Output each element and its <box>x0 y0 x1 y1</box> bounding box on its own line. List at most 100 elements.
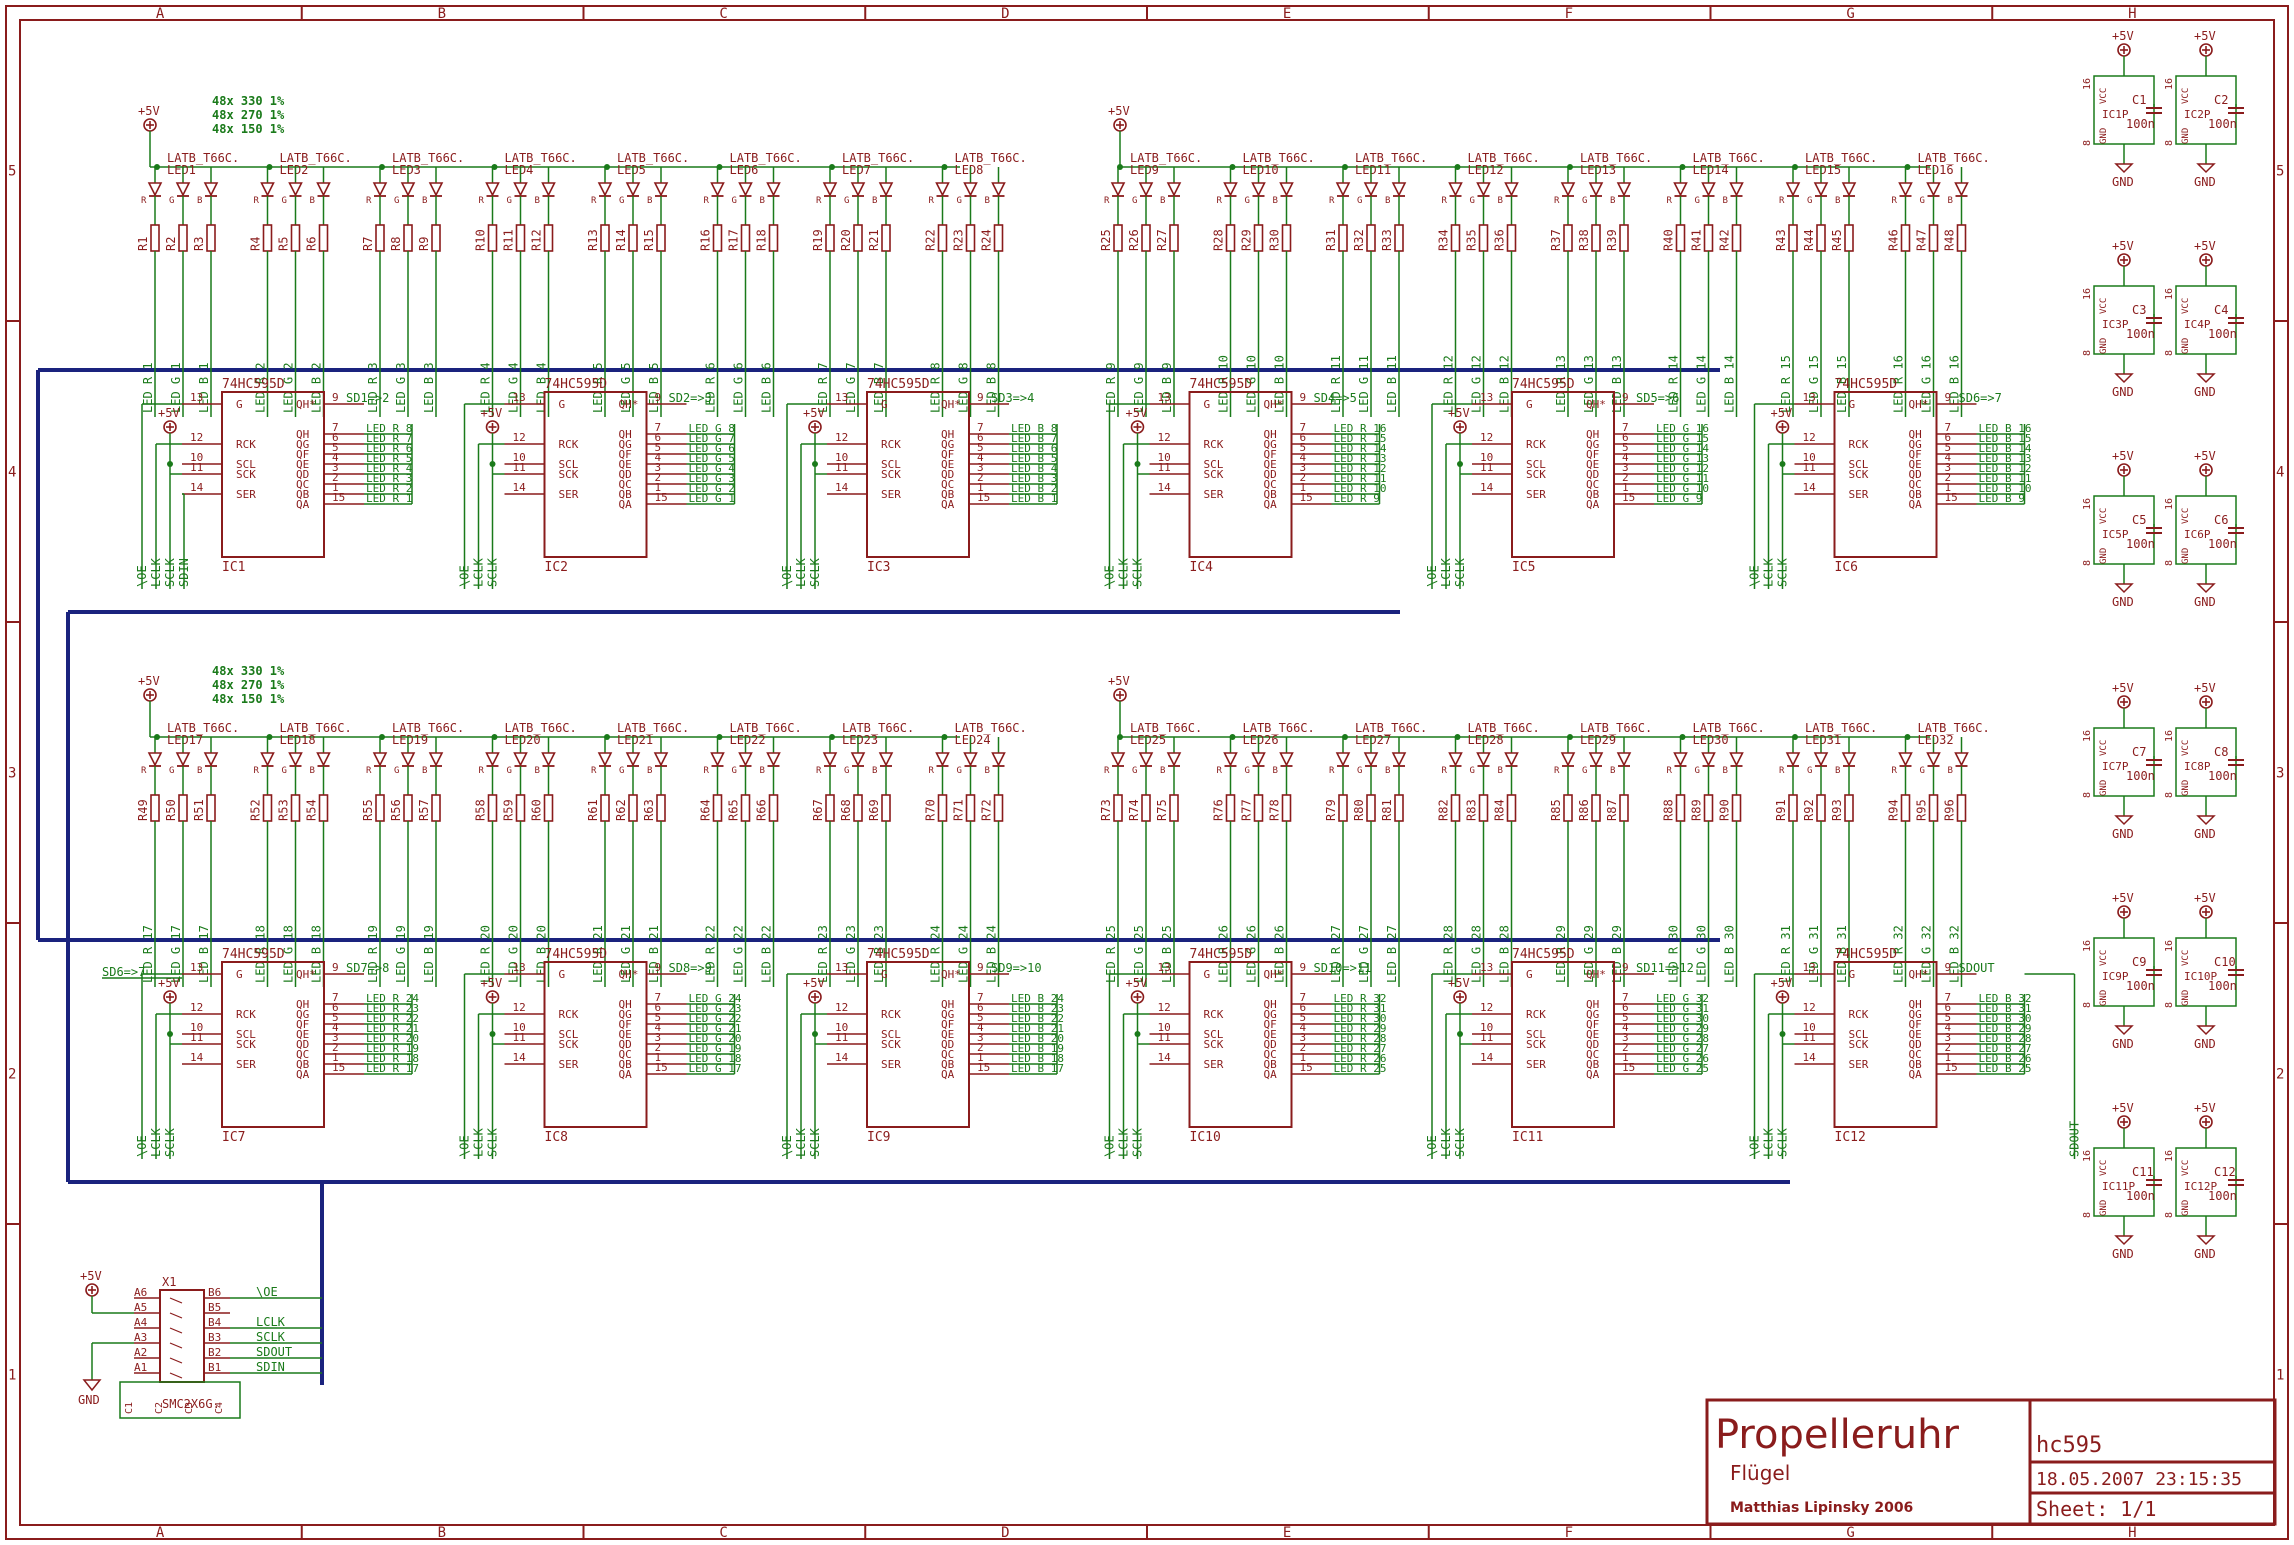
ic-pin-name: QH <box>1264 428 1277 441</box>
led-net-label: LED_G_24 <box>957 925 971 983</box>
led-pin-label: B <box>985 766 990 776</box>
gnd-label: GND <box>2194 595 2216 609</box>
connector-c-pin: C3 <box>184 1402 195 1414</box>
cap-pin-vcc: VCC <box>2099 740 2109 756</box>
gnd-symbol <box>2114 583 2134 594</box>
led-diode <box>260 182 275 197</box>
resistor-body <box>1844 224 1854 252</box>
output-net-label: LED_G_28 <box>1656 1032 1709 1045</box>
output-net-label: LED_R_11 <box>1334 472 1387 485</box>
serial-out-net: SD11=>12 <box>1636 961 1694 975</box>
output-net-label: LED_G_3 <box>689 472 735 485</box>
vcc-label: +5V <box>2194 29 2216 43</box>
ic-pin-number: 1 <box>977 481 984 494</box>
resistor-body <box>1225 224 1236 252</box>
connector-shield <box>119 1381 241 1419</box>
cap-value: 100n <box>2208 117 2237 131</box>
led-pin-label: G <box>1245 766 1250 776</box>
connector-contact <box>169 1342 183 1349</box>
led-pin-label: G <box>1695 766 1700 776</box>
resistor-name: R11 <box>502 229 516 251</box>
led-pin-label: G <box>1582 766 1587 776</box>
output-net-label: LED_B_13 <box>1979 452 2032 465</box>
led-net-label: LED_R_11 <box>1329 355 1343 413</box>
led-part-label: LATB_T66C. <box>842 151 914 165</box>
ic-pin-name: RCK <box>1849 1008 1869 1021</box>
led-net-label: LED_R_20 <box>479 925 493 983</box>
ic-pin-number: 13 <box>190 961 203 974</box>
led-net-label: LED_G_17 <box>169 925 183 983</box>
resistor-body <box>262 224 273 252</box>
frame-row-label: 1 <box>8 1368 16 1384</box>
led-diode <box>1391 182 1407 197</box>
ic-part: 74HC595D <box>222 377 285 392</box>
control-label: LCLK <box>1117 557 1131 587</box>
led-pin-label: R <box>704 196 710 206</box>
output-net-label: LED_R_24 <box>366 992 419 1005</box>
ic-part: 74HC595D <box>1190 377 1253 392</box>
ic-pin-number: 5 <box>977 441 984 454</box>
gnd-symbol <box>2196 1025 2216 1036</box>
led-diode <box>1729 752 1744 767</box>
ic-pin-number: 15 <box>332 491 345 504</box>
led-net-label: LED_G_26 <box>1245 925 1259 983</box>
cap-value: 100n <box>2126 327 2155 341</box>
resistor-body <box>937 224 948 252</box>
led-pin-label: R <box>1779 766 1785 776</box>
led-net-label: LED_G_3 <box>394 362 408 413</box>
led-pin-label: R <box>366 766 372 776</box>
cap-pin-gnd: GND <box>2181 1200 2191 1216</box>
ic-pin-name: QH <box>296 428 309 441</box>
led-net-label: LED_R_28 <box>1442 925 1456 983</box>
resistor-name: R71 <box>952 799 966 821</box>
ic-pin-name: QD <box>1264 468 1277 481</box>
led-name: LED14 <box>1693 163 1729 177</box>
led-name: LED29 <box>1580 733 1616 747</box>
led-diode <box>653 182 669 197</box>
ic-pin-name: QG <box>941 1008 954 1021</box>
ic-pin-name: QF <box>1586 1018 1599 1031</box>
ic-pin-name: QC <box>1586 478 1599 491</box>
led-pin-label: G <box>1695 196 1700 206</box>
led-part-label: LATB_T66C. <box>1580 721 1652 735</box>
resistor-name: R70 <box>924 799 938 821</box>
ic-pin-number: 5 <box>977 1011 984 1024</box>
ic-part: 74HC595D <box>545 377 608 392</box>
led-diode <box>822 752 838 767</box>
ic-pin-name: QH* <box>1264 968 1284 981</box>
led-name: LED1 <box>167 163 196 177</box>
cap-pin-bottom: 8 <box>2164 560 2175 566</box>
ic-pin-name: QH <box>1909 998 1922 1011</box>
output-net-label: LED_G_23 <box>689 1002 742 1015</box>
frame-row-label: 3 <box>8 766 16 782</box>
output-net-label: LED_G_30 <box>1656 1012 1709 1025</box>
led-diode <box>625 182 641 197</box>
gnd-symbol <box>2114 163 2134 174</box>
led-pin-label: G <box>1807 766 1812 776</box>
led-net-label: LED_G_27 <box>1357 925 1371 983</box>
led-part-label: LATB_T66C. <box>392 721 464 735</box>
resistor-name: R55 <box>361 799 375 821</box>
ic-pin-name: SCL <box>559 1028 579 1041</box>
led-net-label: LED_B_3 <box>422 362 436 413</box>
ic-pin-number: 3 <box>1945 461 1952 474</box>
vcc-label: +5V <box>80 1269 102 1283</box>
output-net-label: LED_B_16 <box>1979 422 2032 435</box>
resistor-body <box>881 224 891 252</box>
output-net-label: LED_R_12 <box>1334 462 1387 475</box>
resistor-name: R80 <box>1352 799 1366 821</box>
frame-row-label: 5 <box>2276 164 2284 180</box>
output-net-label: LED_G_20 <box>689 1032 742 1045</box>
resistor-body <box>1703 224 1714 252</box>
vcc-label: +5V <box>481 406 503 420</box>
frame-column-label: E <box>1283 6 1291 22</box>
resistor-name: R93 <box>1830 799 1844 821</box>
led-net-label: LED_R_15 <box>1779 355 1793 413</box>
ic-pin-number: 7 <box>1945 991 1952 1004</box>
output-net-label: LED_R_1 <box>366 492 412 505</box>
control-label: SCLK <box>486 557 500 587</box>
resistor-name: R26 <box>1127 229 1141 251</box>
ic-pin-name: G <box>1849 398 1856 411</box>
output-net-label: LED_B_3 <box>1011 472 1057 485</box>
